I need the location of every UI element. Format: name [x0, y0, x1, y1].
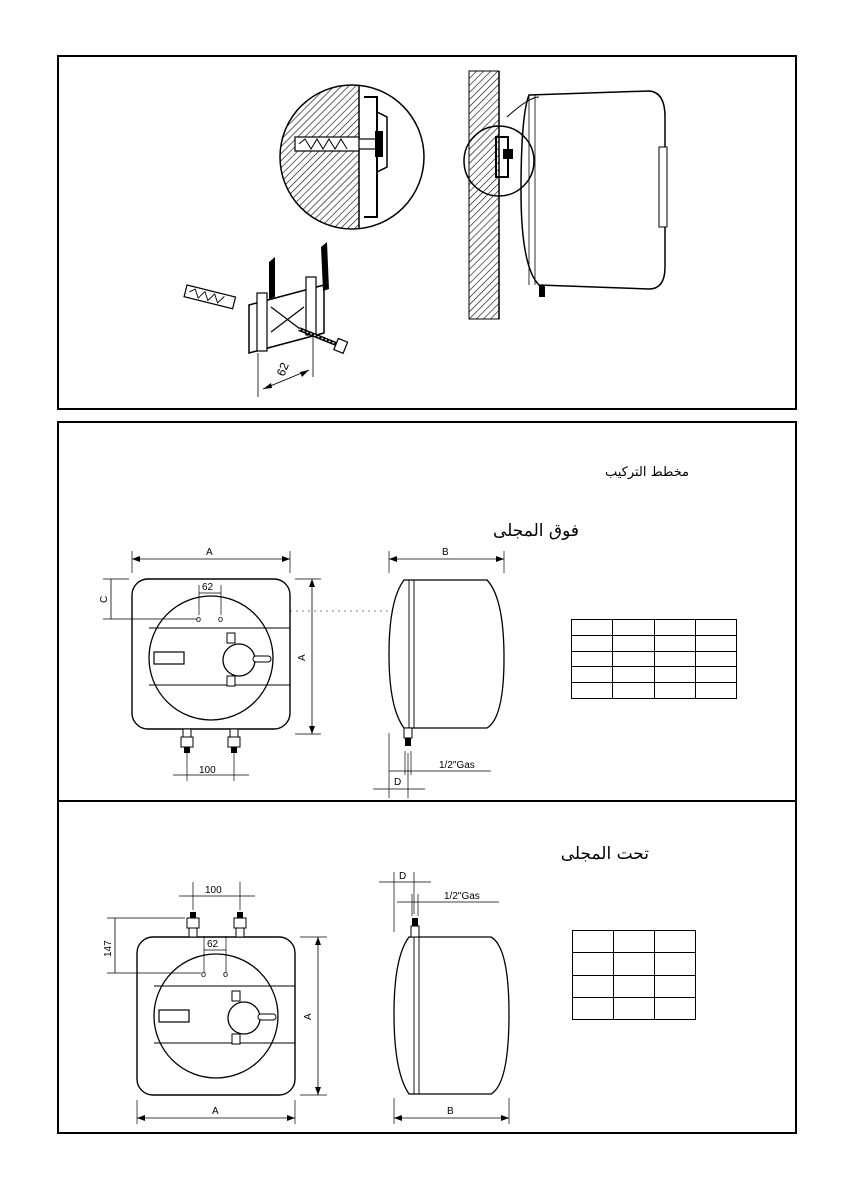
below-dim-d: D [399, 871, 406, 882]
above-pipe-label: 1/2"Gas [439, 760, 475, 771]
installation-diagram-title: مخطط التركيب [604, 465, 689, 480]
svg-text:o: o [223, 969, 228, 979]
installation-panel: 62 [57, 55, 797, 410]
above-sink-drawing: o o A A 62 [99, 547, 505, 798]
above-dim-a-height: A [297, 654, 308, 661]
below-dim-a-width: A [212, 1106, 219, 1117]
below-spec-table [572, 929, 696, 1021]
wall-mounted-heater [463, 70, 668, 320]
above-front-view: o o A A 62 [99, 547, 321, 781]
above-side-view: B D 1/2"Gas [373, 547, 505, 798]
below-dim-100: 100 [205, 885, 222, 896]
magnified-detail [279, 84, 425, 230]
bracket-spacing-label: 62 [274, 360, 292, 378]
svg-text:o: o [196, 614, 201, 624]
above-dim-c: C [99, 596, 110, 603]
above-dim-a-width: A [206, 547, 213, 558]
installation-drawing: 62 [183, 70, 668, 397]
below-dim-147: 147 [103, 940, 114, 957]
below-dim-62: 62 [207, 939, 219, 950]
above-dim-b: B [442, 547, 449, 558]
below-sink-drawing: o o 100 62 147 [103, 871, 510, 1124]
below-sink-title: تحت المجلى [560, 844, 649, 864]
above-sink-title: فوق المجلى [492, 521, 579, 541]
bracket-exploded-view: 62 [183, 242, 349, 397]
above-sink-panel: مخطط التركيب فوق المجلى o o [57, 421, 797, 803]
svg-text:o: o [201, 969, 206, 979]
above-spec-table [570, 619, 738, 699]
below-side-view: D 1/2"Gas B [379, 871, 510, 1124]
below-front-view: o o 100 62 147 [103, 882, 327, 1124]
below-dim-b: B [447, 1106, 454, 1117]
below-dim-a-height: A [303, 1013, 314, 1020]
above-dim-62: 62 [202, 582, 214, 593]
below-pipe-label: 1/2"Gas [444, 891, 480, 902]
svg-text:o: o [218, 614, 223, 624]
above-dim-d: D [394, 777, 401, 788]
above-dim-100: 100 [199, 765, 216, 776]
below-sink-panel: تحت المجلى o o 100 [57, 800, 797, 1134]
